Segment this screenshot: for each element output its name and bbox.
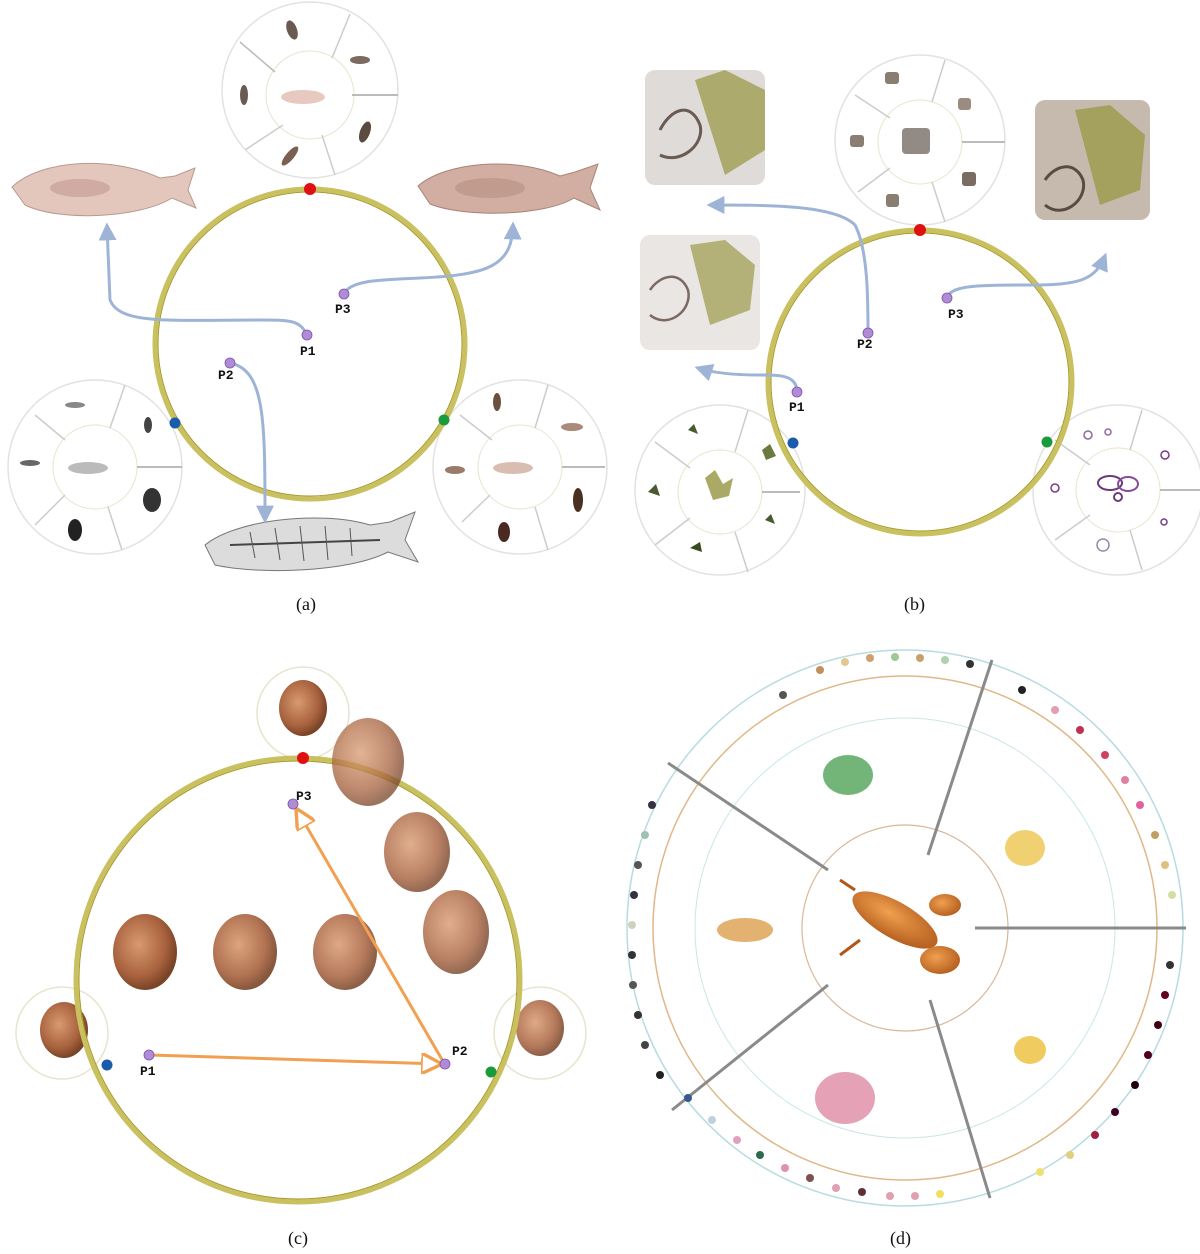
volume-render-right [1035,100,1150,220]
point-p2 [440,1059,450,1069]
lobster-green [823,755,873,795]
node-blue [788,438,799,449]
node-red [297,752,309,764]
point-label-p1: P1 [300,344,316,359]
caption-b: (b) [904,594,925,615]
panel-a: P1 P2 P3 (a) [8,2,607,615]
radial-widget-right [433,380,607,554]
fish-render-right [418,164,600,213]
caption-a: (a) [296,594,316,615]
lobster-yellow [1005,830,1045,866]
node-red [304,183,316,195]
main-ring [768,230,1072,534]
lobster-center [840,880,961,974]
point-label-p1: P1 [140,1064,156,1079]
arrow-p1-p2 [150,1055,440,1064]
caption-d: (d) [890,1228,911,1249]
point-p3 [942,293,952,303]
volume-render-left [640,235,760,350]
point-p2 [225,358,235,368]
caption-c: (c) [288,1228,308,1249]
point-label-p3: P3 [335,302,351,317]
cluster-pink [815,1072,875,1124]
radial-widget-top [222,2,398,178]
point-label-p2: P2 [452,1044,468,1059]
arrow-p1 [698,368,797,392]
panel-c: P1 P2 P3 (c) [16,667,586,1249]
node-green [486,1067,497,1078]
node-blue [170,418,181,429]
lobster-orange-left [717,918,773,942]
point-p3 [339,289,349,299]
node-green [439,415,450,426]
panel-d: (d) [627,650,1186,1249]
point-p1 [144,1050,154,1060]
point-label-p2: P2 [857,337,873,352]
point-label-p2: P2 [218,368,234,383]
radial-widget-left [8,380,182,554]
node-green [1042,437,1053,448]
point-p1 [302,330,312,340]
arrow-p1 [107,226,307,335]
arrow-p3 [344,225,513,294]
node-red [914,224,926,236]
fish-render-bottom [205,512,418,571]
point-label-p3: P3 [296,789,312,804]
volume-render-top-left [645,70,765,185]
radial-widget-right [1033,405,1200,575]
panel-b: P1 P2 P3 (b) [635,55,1200,615]
point-label-p1: P1 [789,400,805,415]
point-p1 [792,387,802,397]
lobster-yellow-right [1014,1036,1046,1064]
fish-render-left [12,163,196,215]
arrow-p2 [230,363,265,520]
point-label-p3: P3 [948,307,964,322]
node-blue [102,1060,113,1071]
radial-widget-top [835,55,1005,225]
